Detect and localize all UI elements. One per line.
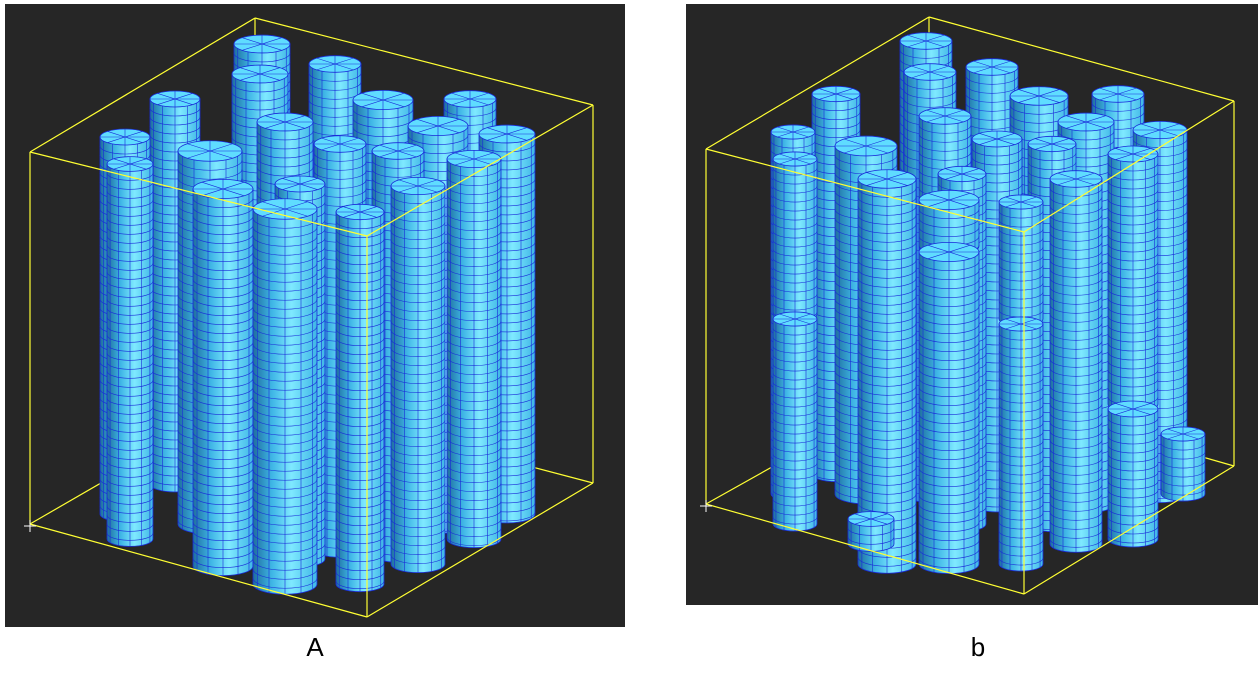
cylinder (106, 156, 154, 547)
cylinder (1049, 170, 1103, 553)
cylinder (857, 169, 917, 574)
cylinder (446, 149, 502, 549)
origin-marker (24, 520, 36, 532)
panel-caption-b: b (970, 632, 986, 662)
origin-marker (700, 500, 712, 512)
cylinder-array-render-a (24, 17, 594, 618)
viewport-panel-a (5, 4, 625, 627)
bounding-box (29, 104, 594, 618)
viewport-panel-b (686, 4, 1258, 605)
cylinder (998, 194, 1044, 572)
cylinder (1160, 426, 1206, 502)
cylinder (335, 203, 385, 593)
panel-caption-a: A (306, 632, 324, 662)
cylinder (390, 176, 446, 574)
cylinder-array-render-b (700, 16, 1235, 595)
cylinder (192, 178, 254, 576)
bounding-box (705, 100, 1235, 595)
cylinder (847, 511, 895, 552)
cylinder (252, 198, 318, 595)
cylinder (772, 151, 818, 532)
cylinder (918, 189, 980, 574)
cylinder (1107, 145, 1159, 548)
